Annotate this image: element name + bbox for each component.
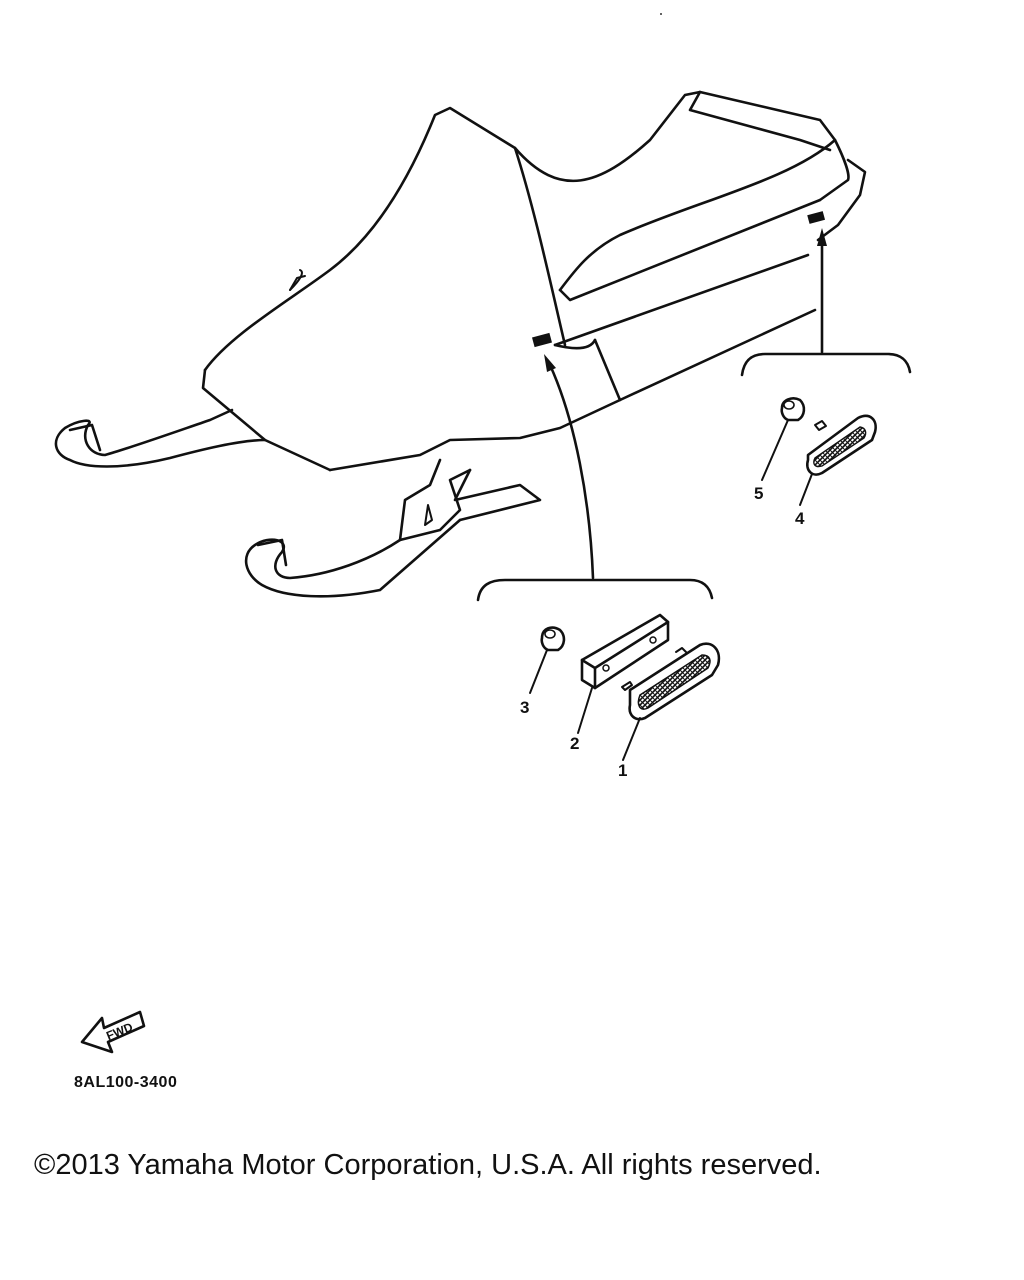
nut-part-3: [540, 626, 566, 652]
callout-5: 5: [754, 484, 763, 503]
location-arrows: [544, 228, 827, 580]
nut-part-5: [780, 397, 806, 422]
fwd-label: FWD: [104, 1020, 135, 1043]
reflector-lens-part-1: [621, 642, 721, 721]
callout-leaders: [529, 419, 813, 761]
base-plate-part-2: [580, 613, 670, 690]
copyright-notice: ©2013 Yamaha Motor Corporation, U.S.A. A…: [34, 1149, 822, 1181]
scan-speck: [660, 13, 662, 15]
callout-2: 2: [570, 734, 579, 753]
side-marker-location-front: [532, 332, 552, 348]
callout-4: 4: [795, 509, 805, 528]
forward-arrow-icon: FWD: [80, 1010, 146, 1054]
callout-3: 3: [520, 698, 529, 717]
rear-reflector-part-4: [806, 414, 877, 476]
group-brackets: [476, 352, 912, 602]
snowmobile-outline: [54, 90, 867, 598]
callout-1: 1: [618, 761, 627, 780]
side-marker-location-rear: [807, 211, 826, 224]
diagram-code: 8AL100-3400: [74, 1074, 178, 1091]
